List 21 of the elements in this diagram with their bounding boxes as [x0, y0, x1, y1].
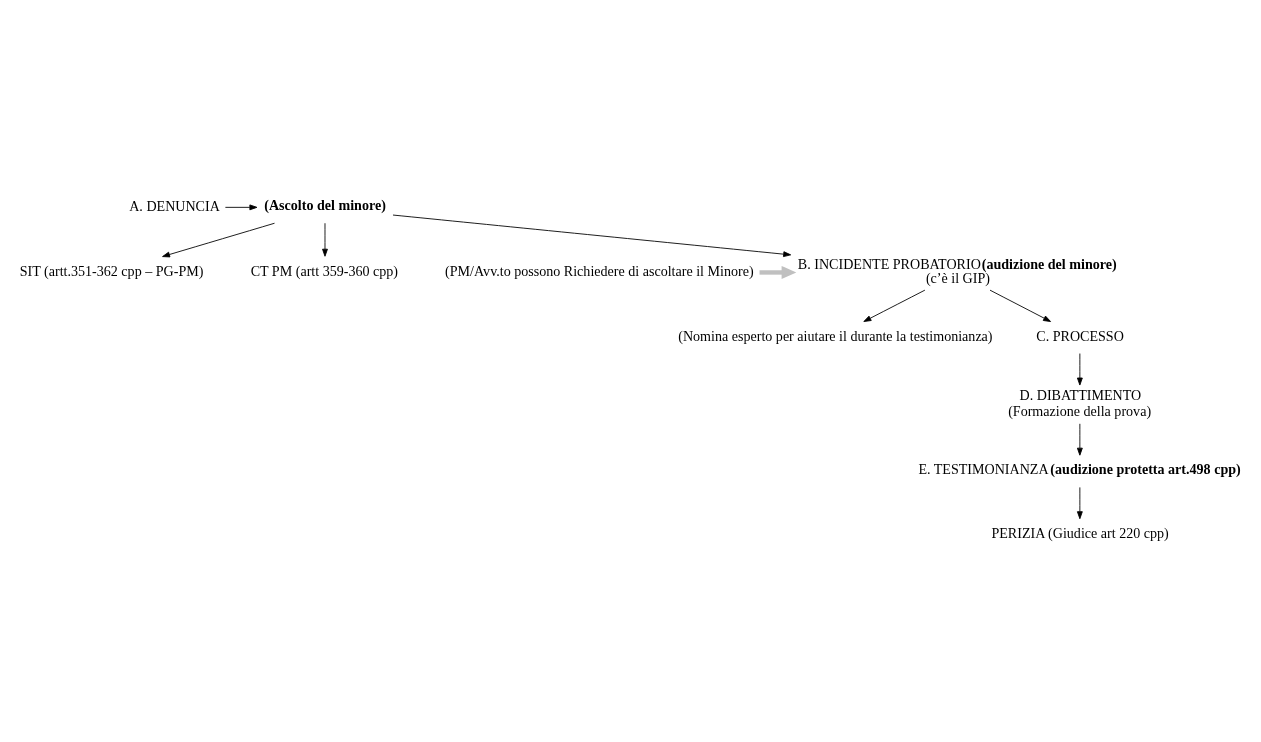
arrow [392, 214, 792, 258]
node-text: C. PROCESSO [1036, 327, 1124, 344]
node-text: B. INCIDENTE PROBATORIO(audizione del minore) (c’è il GIP) [797, 255, 1117, 286]
node-text: E. TESTIMONIANZA(audizione protetta art.498 cpp) [918, 460, 1241, 477]
arrow [863, 289, 926, 322]
node-text: PERIZIA (Giudice art 220 cpp) [991, 524, 1169, 541]
node-text: A. DENUNCIA [129, 197, 220, 214]
arrow [162, 222, 275, 258]
node-text: (PM/Avv.to possono Richiedere di ascoltare il Minore) [445, 262, 754, 279]
arrow [1076, 423, 1083, 456]
node-text: (Nomina esperto per aiutare il durante la testimonianza) [678, 327, 993, 344]
arrow [759, 266, 797, 279]
node-text: SIT (artt.351-362 cpp – PG-PM) [19, 262, 204, 279]
arrow [1076, 353, 1083, 386]
arrow [322, 222, 328, 257]
node-text: D. DIBATTIMENTO (Formazione della prova) [1008, 386, 1152, 419]
arrow [1076, 486, 1083, 520]
arrow [989, 289, 1052, 322]
node-text: CT PM (artt 359-360 cpp) [250, 262, 399, 279]
arrow [224, 204, 258, 211]
node-text: (Ascolto del minore) [264, 196, 386, 213]
